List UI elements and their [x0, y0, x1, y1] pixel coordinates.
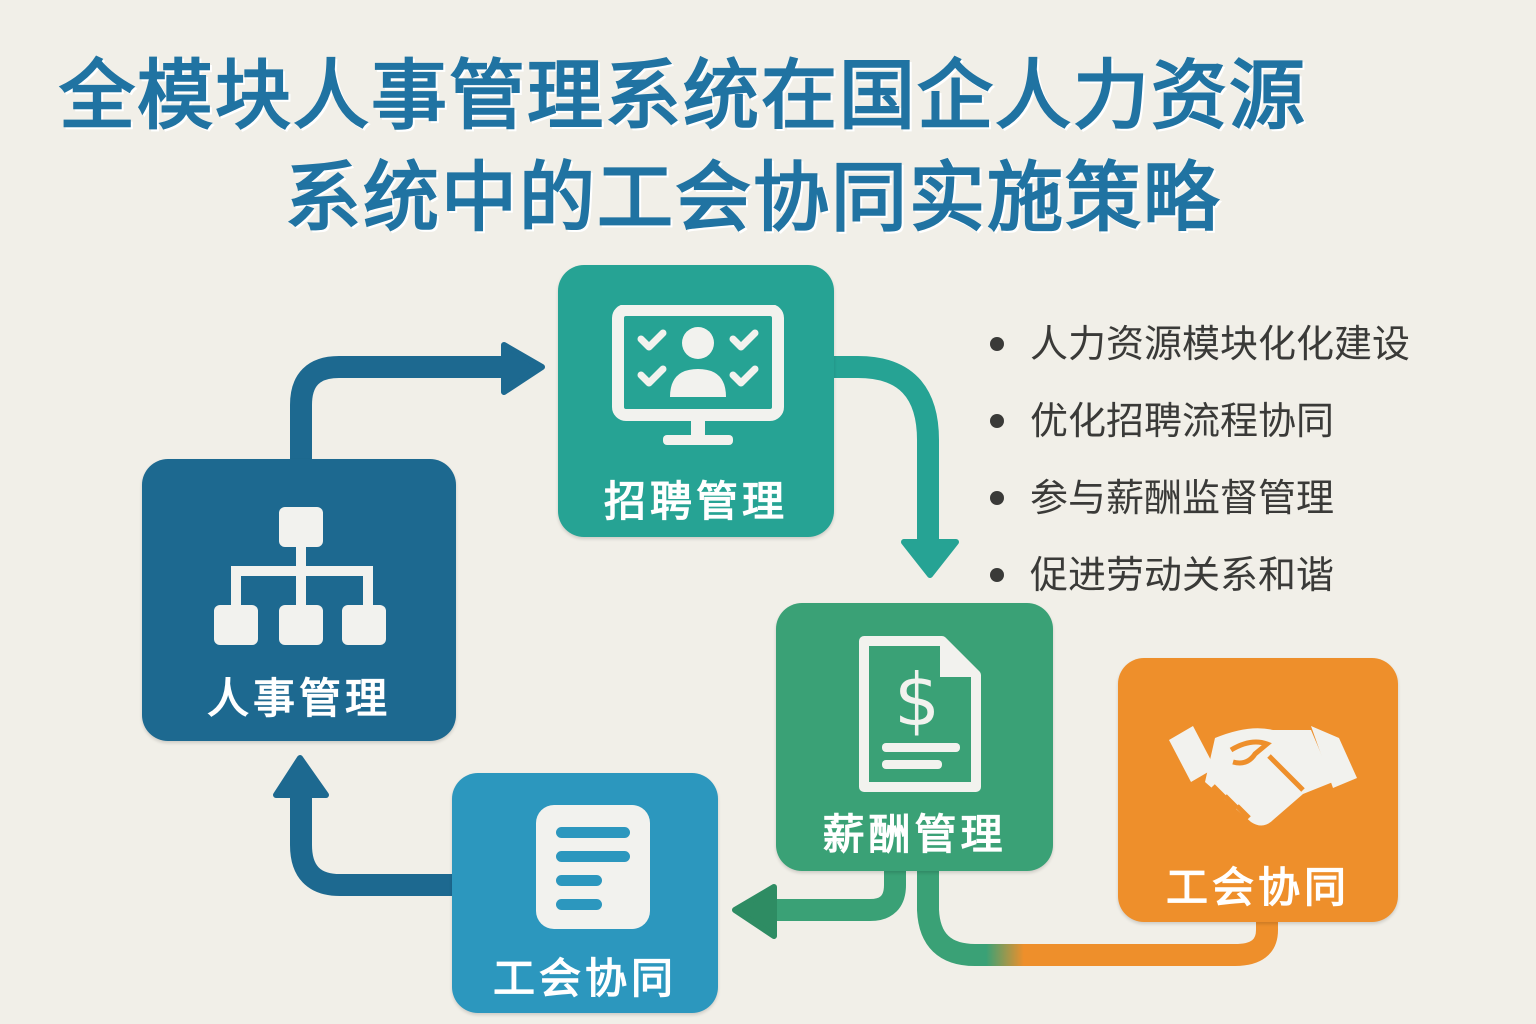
handshake-icon: [1169, 726, 1357, 826]
node-recruitment-management[interactable]: 招聘管理: [558, 265, 834, 537]
salary-document-dollar-icon: $: [859, 636, 981, 792]
arrow-salary-to-union-blue: [732, 870, 906, 939]
node-recruit-label: 招聘管理: [603, 477, 788, 526]
bullet-dot-icon: [990, 490, 1004, 505]
bullet-item: 参与薪酬监督管理: [990, 459, 1410, 536]
node-hr-label: 人事管理: [206, 674, 391, 723]
bullet-dot-icon: [990, 413, 1004, 428]
document-lines-icon: [536, 805, 650, 929]
arrow-recruit-to-salary: [832, 356, 959, 578]
page-title-line-1: 全模块人事管理系统在国企人力资源: [59, 51, 1307, 140]
bullet-dot-icon: [990, 336, 1004, 351]
arrow-hr-to-recruit: [290, 342, 545, 470]
bullet-item: 促进劳动关系和谐: [990, 536, 1410, 613]
node-salary-management[interactable]: $ 薪酬管理: [776, 603, 1053, 871]
arrow-union-orange-to-salary: [917, 870, 1278, 966]
node-union-collaboration-blue[interactable]: 工会协同: [452, 773, 718, 1013]
bullet-dot-icon: [990, 567, 1004, 582]
node-union-orange-label: 工会协同: [1165, 863, 1350, 912]
bullet-item: 优化招聘流程协同: [990, 382, 1410, 459]
page-title-line-2: 系统中的工会协同实施策略: [285, 153, 1221, 242]
node-salary-label: 薪酬管理: [822, 810, 1007, 859]
monitor-person-check-icon: [612, 305, 784, 445]
org-chart-icon: [214, 507, 386, 645]
bullet-item: 人力资源模块化化建设: [990, 305, 1410, 382]
node-union-collaboration-orange[interactable]: 工会协同: [1118, 658, 1398, 922]
node-hr-management[interactable]: 人事管理: [142, 459, 456, 741]
node-union-blue-label: 工会协同: [492, 954, 677, 1003]
arrow-union-blue-to-hr: [273, 755, 462, 896]
svg-text:$: $: [894, 658, 940, 742]
strategy-bullet-list: 人力资源模块化化建设 优化招聘流程协同 参与薪酬监督管理 促进劳动关系和谐: [990, 305, 1410, 613]
